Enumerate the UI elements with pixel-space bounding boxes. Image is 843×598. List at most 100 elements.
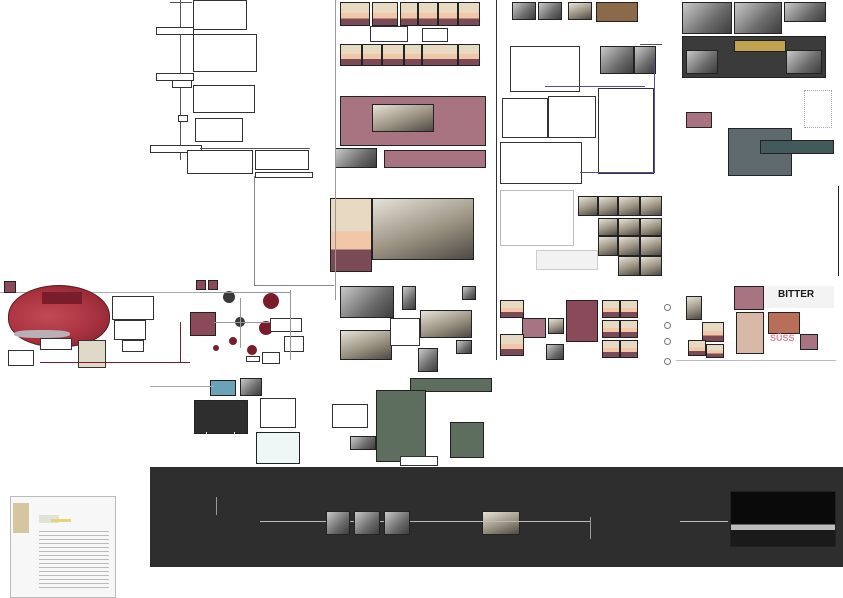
architecture-photo[interactable] bbox=[734, 2, 782, 34]
night-photo[interactable] bbox=[730, 491, 836, 547]
portrait-thumb[interactable] bbox=[686, 296, 702, 320]
food-photo[interactable] bbox=[598, 218, 618, 236]
comic-panel[interactable] bbox=[522, 318, 546, 338]
portrait-thumb[interactable] bbox=[512, 2, 536, 20]
photo-thumb[interactable] bbox=[462, 286, 476, 300]
comic-panel[interactable] bbox=[620, 320, 638, 338]
sweets-photo[interactable] bbox=[800, 334, 818, 350]
film-still[interactable] bbox=[482, 511, 520, 535]
comic-panel[interactable] bbox=[602, 340, 620, 358]
photo-thumb[interactable] bbox=[546, 344, 564, 360]
film-still[interactable] bbox=[326, 511, 350, 535]
food-photo[interactable] bbox=[598, 196, 618, 216]
building-photo[interactable] bbox=[372, 104, 434, 132]
comic-panel[interactable] bbox=[620, 300, 638, 318]
comic-panel[interactable] bbox=[458, 44, 480, 66]
network-node[interactable] bbox=[212, 344, 220, 352]
document-page[interactable] bbox=[510, 46, 580, 92]
portrait-thumb[interactable] bbox=[568, 2, 592, 20]
thumbnail-strip[interactable] bbox=[410, 378, 492, 392]
food-photo[interactable] bbox=[618, 196, 640, 216]
food-photo[interactable] bbox=[618, 218, 640, 236]
document-page[interactable] bbox=[502, 98, 548, 138]
comic-panel[interactable] bbox=[382, 44, 404, 66]
food-photo[interactable] bbox=[640, 196, 662, 216]
thumbnail-grid[interactable] bbox=[596, 2, 638, 22]
photo-thumb[interactable] bbox=[456, 340, 472, 354]
architecture-photo[interactable] bbox=[682, 2, 732, 34]
building-photo[interactable] bbox=[340, 330, 392, 360]
icon-thumb[interactable] bbox=[4, 281, 16, 293]
food-photo[interactable] bbox=[618, 256, 640, 276]
comic-panel[interactable] bbox=[418, 2, 438, 26]
screen-photo[interactable] bbox=[335, 148, 377, 168]
thumbnail-strip[interactable] bbox=[760, 140, 834, 154]
comic-panel[interactable] bbox=[438, 2, 458, 26]
food-photo[interactable] bbox=[640, 256, 662, 276]
portrait-thumb[interactable] bbox=[686, 112, 712, 128]
network-node[interactable] bbox=[246, 344, 258, 356]
comic-panel[interactable] bbox=[602, 300, 620, 318]
portrait-thumb[interactable] bbox=[240, 378, 262, 396]
eeg-chart[interactable] bbox=[256, 432, 300, 464]
architecture-photo[interactable] bbox=[686, 50, 718, 74]
comic-panel[interactable] bbox=[688, 340, 706, 356]
comic-panel[interactable] bbox=[404, 44, 422, 66]
comic-panel[interactable] bbox=[362, 44, 382, 66]
connector-node bbox=[664, 304, 671, 311]
comic-panel[interactable] bbox=[340, 44, 362, 66]
insulin-photo[interactable] bbox=[566, 300, 598, 342]
portrait-thumb[interactable] bbox=[190, 312, 216, 336]
photo-thumb[interactable] bbox=[402, 286, 416, 310]
food-photo[interactable] bbox=[598, 236, 618, 256]
photo-thumb[interactable] bbox=[210, 380, 236, 396]
comic-strip[interactable] bbox=[384, 150, 486, 168]
comic-panel[interactable] bbox=[620, 340, 638, 358]
comic-panel[interactable] bbox=[400, 2, 418, 26]
photo-thumb[interactable] bbox=[548, 318, 564, 334]
document-card[interactable] bbox=[10, 496, 116, 598]
photo-thumb[interactable] bbox=[350, 436, 376, 450]
portrait-photo[interactable] bbox=[634, 46, 656, 74]
food-photo[interactable] bbox=[640, 218, 662, 236]
comic-vertical[interactable] bbox=[330, 198, 372, 272]
document-thumb[interactable] bbox=[78, 340, 106, 368]
building-photo[interactable] bbox=[340, 286, 394, 318]
comic-panel[interactable] bbox=[734, 286, 764, 310]
icon-thumb[interactable] bbox=[208, 280, 218, 290]
dark-image[interactable] bbox=[194, 400, 248, 434]
photo-thumb[interactable] bbox=[418, 348, 438, 372]
food-photo[interactable] bbox=[640, 236, 662, 256]
icon-thumb[interactable] bbox=[196, 280, 206, 290]
chocolate-photo[interactable] bbox=[768, 312, 800, 334]
notebook-photo[interactable] bbox=[372, 198, 474, 260]
hand-photo[interactable] bbox=[736, 312, 764, 354]
architecture-photo[interactable] bbox=[786, 50, 822, 74]
network-node[interactable] bbox=[228, 336, 238, 346]
network-node[interactable] bbox=[222, 290, 236, 304]
document-page[interactable] bbox=[598, 88, 654, 174]
network-node[interactable] bbox=[262, 292, 280, 310]
photo-thumb[interactable] bbox=[420, 310, 472, 338]
flow-label-box bbox=[178, 115, 188, 122]
tower-photo[interactable] bbox=[376, 390, 426, 462]
comic-panel[interactable] bbox=[602, 320, 620, 338]
document-page[interactable] bbox=[548, 96, 596, 138]
portrait-photo[interactable] bbox=[600, 46, 634, 74]
film-still[interactable] bbox=[384, 511, 410, 535]
comic-panel[interactable] bbox=[500, 300, 524, 318]
document-page[interactable] bbox=[500, 142, 582, 184]
portrait-thumb[interactable] bbox=[538, 2, 562, 20]
comic-panel[interactable] bbox=[340, 2, 370, 26]
comic-panel[interactable] bbox=[422, 44, 458, 66]
comic-panel[interactable] bbox=[706, 344, 724, 358]
comic-panel[interactable] bbox=[702, 322, 724, 342]
comic-panel[interactable] bbox=[500, 334, 524, 356]
food-photo[interactable] bbox=[578, 196, 598, 216]
comic-panel[interactable] bbox=[458, 2, 480, 26]
photo-thumb[interactable] bbox=[450, 422, 484, 458]
comic-panel[interactable] bbox=[372, 2, 398, 26]
architecture-photo[interactable] bbox=[784, 2, 826, 22]
film-still[interactable] bbox=[354, 511, 380, 535]
food-photo[interactable] bbox=[618, 236, 640, 256]
